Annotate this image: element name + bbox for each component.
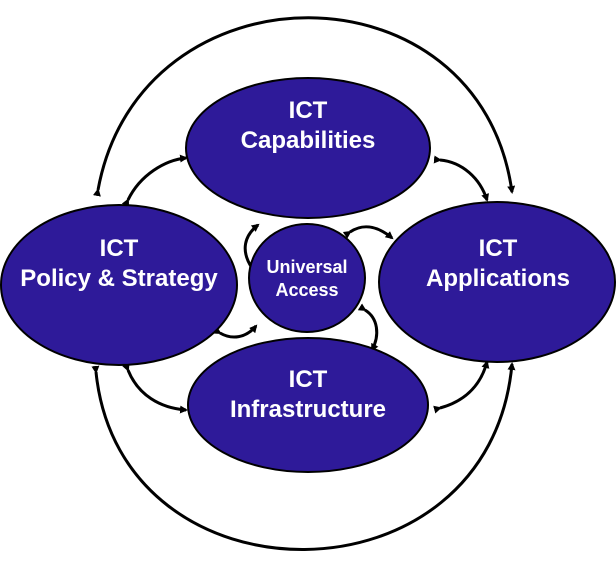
label-line: ICT [99, 235, 139, 262]
arrow-univ-cap [243, 223, 260, 276]
outer-arrow-bottom [91, 362, 516, 551]
arrow-cap-app [433, 155, 489, 202]
arrow-univ-app [342, 225, 394, 240]
arrow-app-infra [433, 360, 490, 414]
label-policy: ICT Policy & Strategy [0, 234, 238, 294]
label-line: ICT [288, 366, 328, 393]
label-line: ICT [288, 97, 328, 124]
arrow-cap-policy [121, 154, 188, 208]
node-capabilities [185, 77, 431, 219]
label-line: Universal [266, 257, 348, 277]
label-line: Access [275, 279, 339, 300]
label-line: Infrastructure [229, 396, 387, 423]
node-applications [378, 201, 616, 363]
label-line: ICT [478, 235, 518, 262]
node-universal [248, 223, 366, 333]
label-applications: ICT Applications [380, 234, 616, 294]
label-infrastructure: ICT Infrastructure [188, 365, 428, 425]
node-policy [0, 204, 238, 366]
label-capabilities: ICT Capabilities [186, 96, 430, 156]
outer-arrow-top [92, 16, 516, 197]
node-infrastructure [187, 337, 429, 473]
label-line: Policy & Strategy [20, 265, 218, 292]
label-line: Capabilities [240, 127, 376, 154]
arrow-policy-infra [122, 362, 188, 414]
arrow-univ-infra [357, 303, 379, 352]
arrow-univ-policy [212, 324, 258, 339]
label-line: Applications [425, 265, 570, 292]
